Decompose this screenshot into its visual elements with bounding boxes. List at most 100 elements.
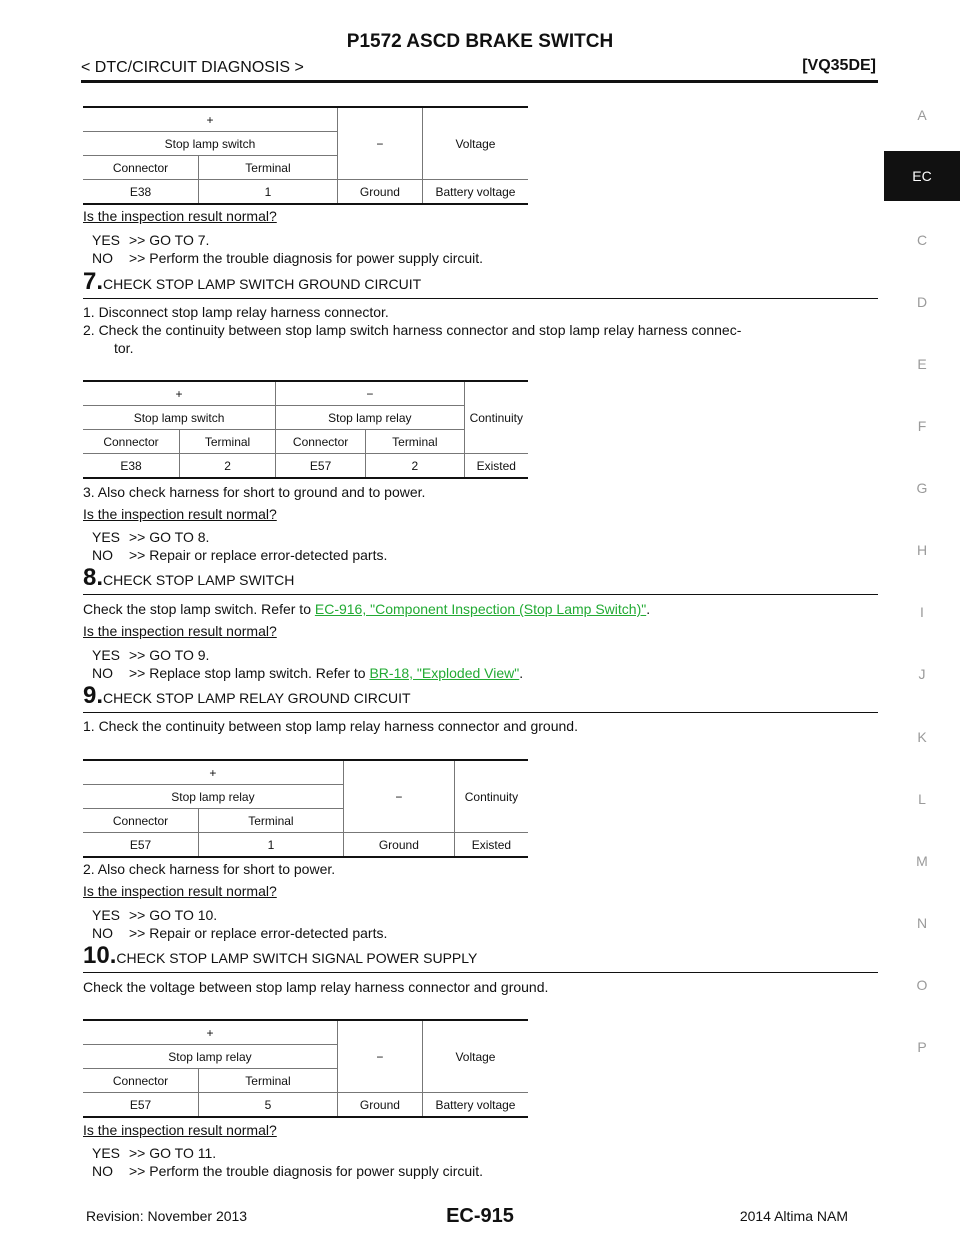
minus-cell: Ground — [342, 832, 455, 858]
step-rule — [83, 712, 878, 713]
side-tab-p[interactable]: P — [917, 1039, 927, 1055]
instruction-line: 2. Check the continuity between stop lam… — [83, 322, 742, 338]
no-label: NO — [92, 1163, 113, 1179]
instruction-end: . — [646, 601, 651, 617]
side-tab-ec[interactable]: EC — [884, 151, 960, 201]
connector-header: Connector — [83, 155, 199, 180]
yes-action: >> GO TO 8. — [129, 529, 210, 545]
no-action-end: . — [519, 665, 524, 681]
side-tab-j[interactable]: J — [918, 666, 926, 682]
no-label: NO — [92, 665, 113, 681]
instruction-line: Check the voltage between stop lamp rela… — [83, 979, 549, 995]
yes-label: YES — [92, 647, 121, 663]
component-header: Stop lamp relay — [83, 1044, 338, 1069]
yes-action: >> GO TO 11. — [129, 1145, 217, 1161]
step-rule — [83, 972, 878, 973]
yes-label: YES — [92, 232, 121, 248]
terminal-header: Terminal — [198, 808, 344, 833]
connector-cell: E57 — [275, 453, 366, 479]
minus-header: − — [275, 380, 465, 406]
yes-line: YES >> GO TO 8. — [92, 528, 209, 546]
side-tab-m[interactable]: M — [916, 853, 928, 869]
result-cell: Existed — [463, 453, 528, 479]
instruction-text: Check the stop lamp switch. Refer to — [83, 601, 315, 617]
terminal-cell: 1 — [198, 179, 338, 205]
step-rule — [83, 594, 878, 595]
no-action: >> Repair or replace error-detected part… — [129, 547, 388, 563]
instruction-line: 1. Check the continuity between stop lam… — [83, 718, 578, 734]
side-tab-n[interactable]: N — [916, 915, 928, 931]
connector-header: Connector — [83, 808, 199, 833]
side-tab-e[interactable]: E — [917, 356, 927, 372]
side-tab-i[interactable]: I — [920, 604, 924, 620]
connector-cell: E38 — [83, 453, 180, 479]
step-heading: 10.CHECK STOP LAMP SWITCH SIGNAL POWER S… — [83, 942, 477, 970]
step-number: 9. — [83, 682, 104, 709]
side-tab-d[interactable]: D — [916, 294, 928, 310]
step-heading: 7.CHECK STOP LAMP SWITCH GROUND CIRCUIT — [83, 268, 421, 296]
connector-cell: E57 — [83, 1092, 199, 1118]
step-number: 10. — [83, 942, 117, 969]
step-number: 8. — [83, 564, 104, 591]
minus-cell: Ground — [336, 179, 423, 205]
page-number: EC-915 — [446, 1205, 514, 1227]
component-inspection-link[interactable]: EC-916, "Component Inspection (Stop Lamp… — [314, 601, 647, 617]
side-tab-o[interactable]: O — [916, 977, 928, 993]
inspection-question: Is the inspection result normal? — [83, 208, 277, 224]
result-header: Continuity — [453, 759, 528, 833]
voltage-table-stop-lamp-relay: + − Voltage Stop lamp relay Connector Te… — [83, 1019, 528, 1118]
yes-line: YES>> GO TO 10. — [92, 906, 217, 924]
connector-cell: E38 — [83, 179, 199, 205]
yes-label: YES — [92, 907, 121, 923]
connector-cell: E57 — [83, 832, 199, 858]
connector-header: Connector — [83, 429, 180, 454]
terminal-cell: 5 — [198, 1092, 338, 1118]
minus-header: − — [342, 759, 455, 833]
side-tab-l[interactable]: L — [918, 791, 926, 807]
plus-header: + — [83, 1019, 338, 1045]
no-label: NO — [92, 250, 113, 266]
no-action: >> Replace stop lamp switch. Refer to — [129, 665, 370, 681]
terminal-header: Terminal — [198, 1068, 338, 1093]
result-cell: Existed — [453, 832, 528, 858]
result-cell: Battery voltage — [421, 179, 528, 205]
step-heading: 8.CHECK STOP LAMP SWITCH — [83, 564, 294, 592]
minus-cell: Ground — [336, 1092, 423, 1118]
yes-line: YES>> GO TO 9. — [92, 646, 209, 664]
no-line: NO>> Perform the trouble diagnosis for p… — [92, 1162, 483, 1180]
exploded-view-link[interactable]: BR-18, "Exploded View" — [369, 665, 520, 681]
result-header: Continuity — [463, 380, 528, 454]
step-title: CHECK STOP LAMP RELAY GROUND CIRCUIT — [103, 690, 411, 706]
step-rule — [83, 298, 878, 299]
minus-header: − — [336, 106, 423, 180]
side-tab-c[interactable]: C — [916, 232, 928, 248]
result-header: Voltage — [421, 1019, 528, 1093]
side-tab-a[interactable]: A — [917, 107, 927, 123]
component-header: Stop lamp relay — [275, 405, 465, 430]
side-tab-h[interactable]: H — [916, 542, 928, 558]
terminal-header: Terminal — [198, 155, 338, 180]
terminal-cell: 1 — [198, 832, 344, 858]
no-line: NO>> Replace stop lamp switch. Refer to … — [92, 664, 523, 682]
revision-date: Revision: November 2013 — [86, 1208, 248, 1224]
yes-label: YES — [92, 529, 121, 545]
section-label: < DTC/CIRCUIT DIAGNOSIS > — [81, 59, 304, 76]
component-header: Stop lamp switch — [83, 405, 276, 430]
no-line: NO>> Repair or replace error-detected pa… — [92, 924, 387, 942]
page-title: P1572 ASCD BRAKE SWITCH — [346, 31, 614, 52]
connector-header: Connector — [83, 1068, 199, 1093]
result-header: Voltage — [421, 106, 528, 180]
terminal-header: Terminal — [365, 429, 465, 454]
plus-header: + — [83, 380, 276, 406]
no-action: >> Repair or replace error-detected part… — [129, 925, 388, 941]
side-tab-f[interactable]: F — [917, 418, 927, 434]
instruction-line: Check the stop lamp switch. Refer to EC-… — [83, 600, 650, 618]
step-title: CHECK STOP LAMP SWITCH SIGNAL POWER SUPP… — [116, 950, 478, 966]
model-label: 2014 Altima NAM — [739, 1208, 848, 1224]
side-tab-g[interactable]: G — [916, 480, 928, 496]
step-title: CHECK STOP LAMP SWITCH GROUND CIRCUIT — [103, 276, 422, 292]
side-tab-k[interactable]: K — [917, 729, 927, 745]
step-number: 7. — [83, 268, 104, 295]
no-label: NO — [92, 547, 113, 563]
no-action: >> Perform the trouble diagnosis for pow… — [129, 250, 484, 266]
